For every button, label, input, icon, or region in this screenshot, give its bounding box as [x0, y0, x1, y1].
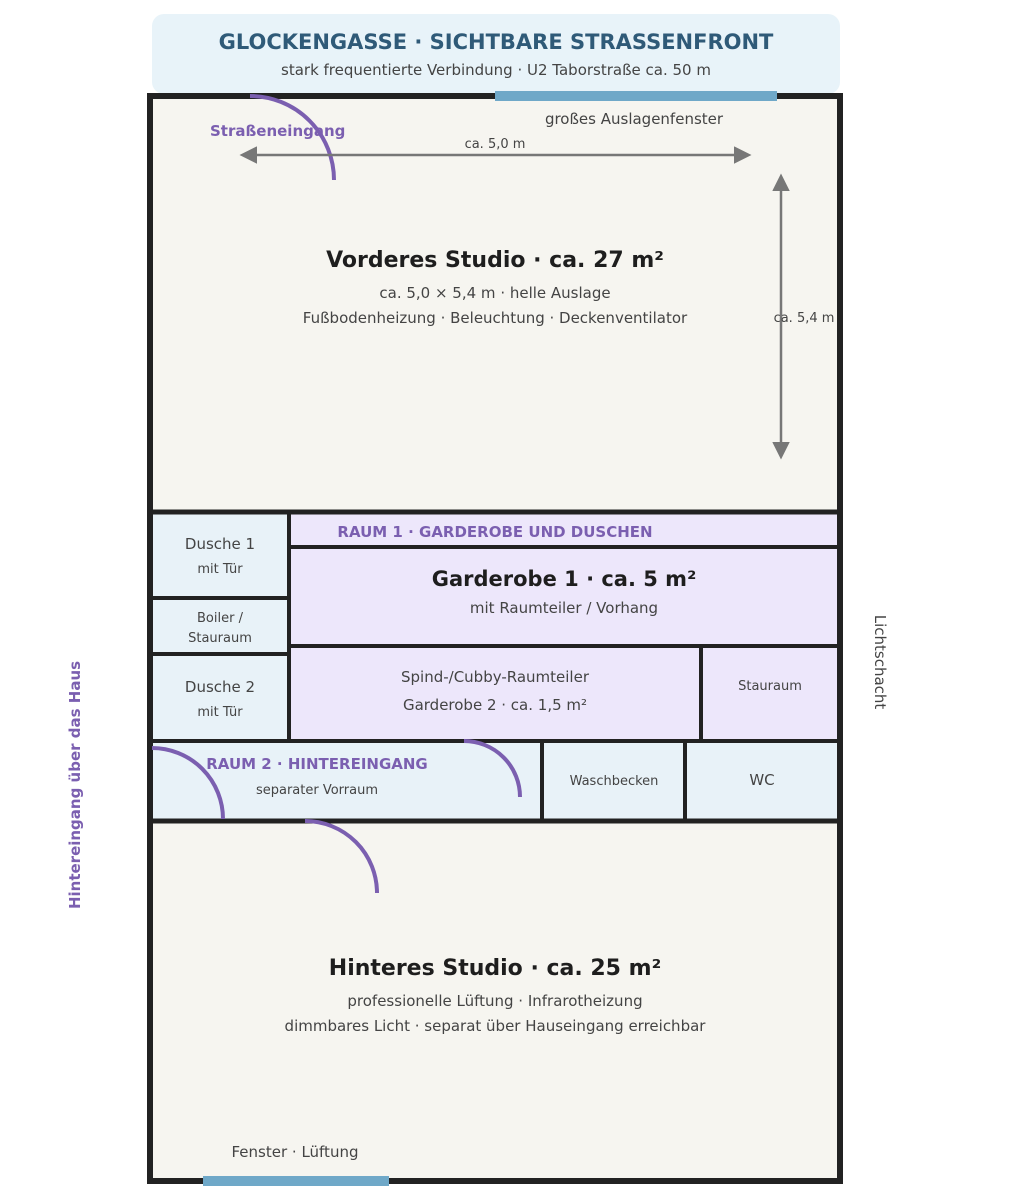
- width-dimension-label: ca. 5,0 m: [465, 137, 526, 152]
- street-banner-bg: [152, 14, 840, 94]
- light-shaft-label: Lichtschacht: [871, 615, 889, 710]
- storage-room: [703, 648, 837, 740]
- back-vestibule: [152, 743, 541, 819]
- wardrobe2-line1: Spind-/Cubby-Raumteiler: [401, 668, 590, 686]
- room2-sub: separater Vorraum: [256, 783, 378, 798]
- shower-2-room: [152, 656, 287, 739]
- shower1-sub: mit Tür: [197, 562, 243, 577]
- back-entrance-door-arc: [151, 746, 225, 820]
- sink-room: [544, 743, 684, 819]
- boiler-line1: Boiler /: [197, 611, 244, 626]
- interior-walls: [150, 509, 840, 824]
- wardrobe-2-room: [290, 648, 700, 740]
- boiler-line2: Stauraum: [188, 631, 252, 646]
- wardrobe-1-room: [290, 549, 837, 644]
- back-window: [203, 1176, 389, 1186]
- wardrobe1-sub: mit Raumteiler / Vorhang: [470, 599, 658, 617]
- shower2-sub: mit Tür: [197, 705, 243, 720]
- street-subtitle: stark frequentierte Verbindung · U2 Tabo…: [281, 61, 711, 79]
- height-dimension-label: ca. 5,4 m: [774, 311, 835, 326]
- back-studio-line1: professionelle Lüftung · Infrarotheizung: [347, 992, 642, 1010]
- shower1-title: Dusche 1: [185, 535, 255, 553]
- shower2-title: Dusche 2: [185, 678, 255, 696]
- street-entrance-label: Straßeneingang: [210, 122, 345, 140]
- back-studio-title: Hinteres Studio · ca. 25 m²: [329, 956, 661, 981]
- front-studio-line1: ca. 5,0 × 5,4 m · helle Auslage: [379, 284, 610, 302]
- back-studio-door-arc: [304, 819, 379, 894]
- shower-1-room: [152, 514, 287, 597]
- back-window-label: Fenster · Lüftung: [232, 1143, 359, 1161]
- wardrobe1-title: Garderobe 1 · ca. 5 m²: [432, 567, 697, 591]
- shop-window: [495, 91, 777, 101]
- street-title: GLOCKENGASSE · SICHTBARE STRASSENFRONT: [219, 30, 774, 54]
- storage-label: Stauraum: [738, 679, 802, 694]
- street-banner: GLOCKENGASSE · SICHTBARE STRASSENFRONT s…: [152, 14, 840, 94]
- room1-header: RAUM 1 · GARDEROBE UND DUSCHEN: [337, 523, 652, 541]
- back-entrance-side-label: Hintereingang über das Haus: [66, 661, 84, 909]
- room2-header: RAUM 2 · HINTEREINGANG: [206, 755, 428, 773]
- boiler-room: [152, 600, 287, 652]
- shop-window-label: großes Auslagenfenster: [545, 110, 724, 128]
- back-studio-line2: dimmbares Licht · separat über Hauseinga…: [285, 1017, 707, 1035]
- wc-label: WC: [749, 771, 774, 789]
- room1-header-band: [290, 514, 837, 546]
- front-studio-line2: Fußbodenheizung · Beleuchtung · Deckenve…: [303, 309, 688, 327]
- wardrobe2-line2: Garderobe 2 · ca. 1,5 m²: [403, 696, 587, 714]
- wc-room: [687, 743, 837, 819]
- vestibule-door-arc: [463, 739, 522, 798]
- sink-label: Waschbecken: [570, 774, 659, 789]
- front-studio-title: Vorderes Studio · ca. 27 m²: [326, 248, 664, 273]
